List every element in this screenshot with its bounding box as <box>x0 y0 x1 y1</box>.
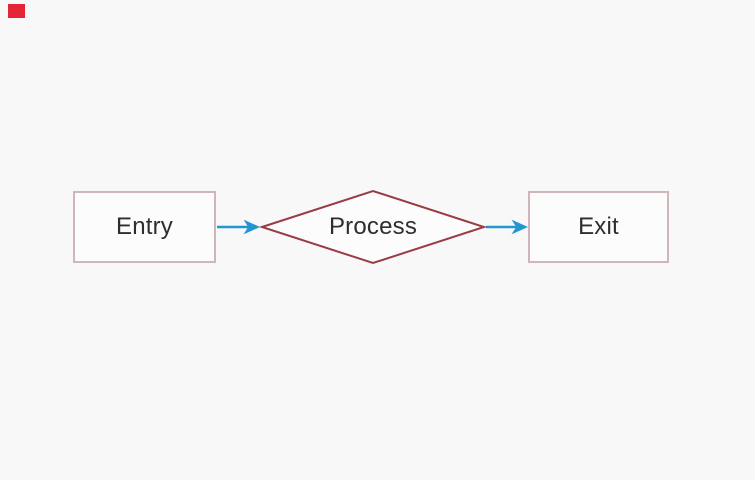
exit-node[interactable]: Exit <box>528 191 669 263</box>
process-node-shape[interactable] <box>258 189 488 265</box>
arrow-entry-to-process[interactable] <box>217 219 260 235</box>
entry-node-label: Entry <box>115 213 173 240</box>
entry-node[interactable]: Entry <box>73 191 216 263</box>
arrow-process-to-exit[interactable] <box>486 219 528 235</box>
red-square-marker <box>8 4 25 18</box>
arrowhead-icon <box>511 219 528 235</box>
arrowhead-icon <box>243 219 260 235</box>
exit-node-label: Exit <box>578 213 619 240</box>
